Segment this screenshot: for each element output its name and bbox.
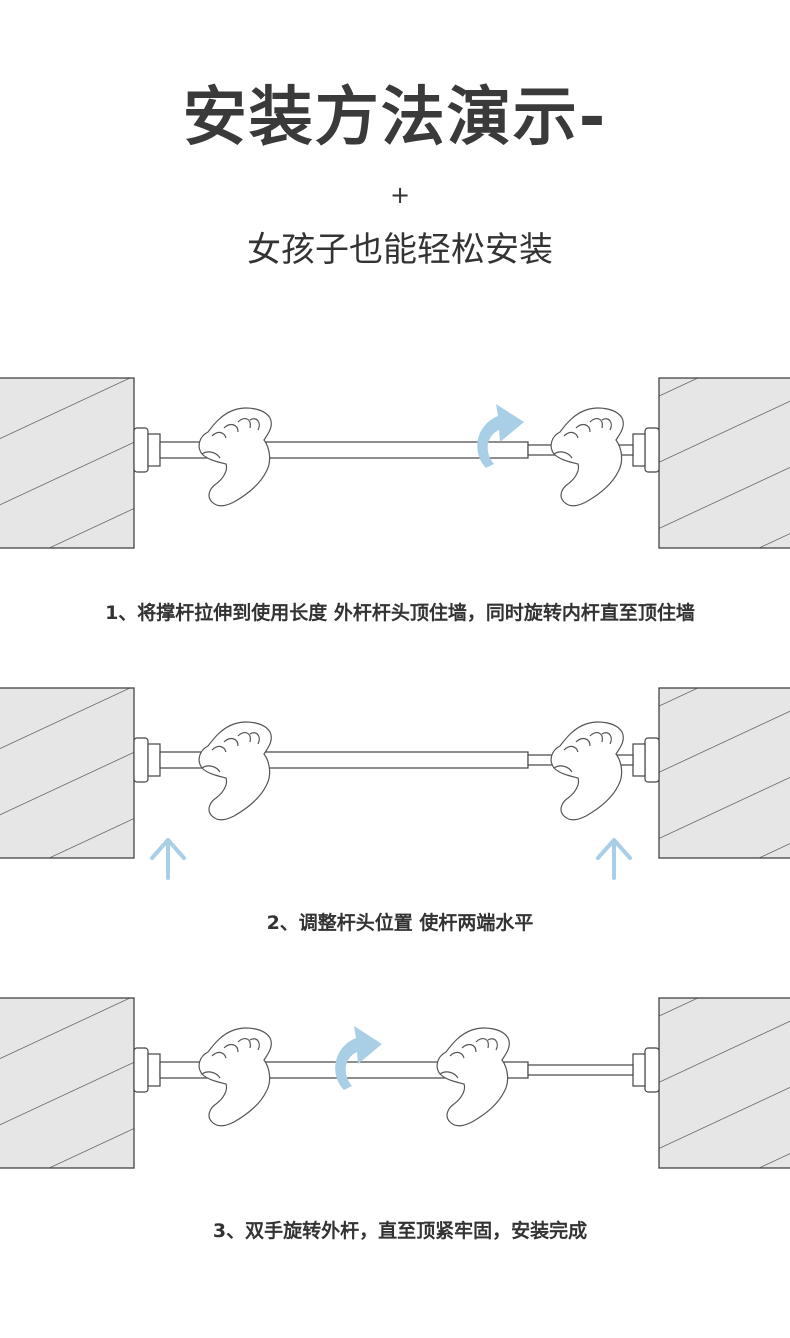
right-up-arrow-icon — [596, 838, 632, 880]
left-hand-icon — [198, 1027, 272, 1127]
right-end-cap — [644, 427, 660, 473]
inner-rod — [527, 1064, 634, 1076]
right-wall — [658, 377, 790, 549]
step-2-caption: 2、调整杆头位置 使杆两端水平 — [266, 912, 534, 934]
left-wall — [0, 687, 135, 859]
left-hand-icon — [198, 407, 272, 507]
rotate-arrow-icon — [335, 1026, 382, 1090]
left-wall — [0, 377, 135, 549]
page-title: 安装方法演示- — [182, 81, 608, 155]
step-3-illustration — [0, 992, 790, 1202]
left-up-arrow-icon — [150, 838, 186, 880]
right-wall — [658, 997, 790, 1169]
right-hand-icon — [550, 407, 624, 507]
page-subtitle: 女孩子也能轻松安装 — [247, 230, 553, 270]
left-end-cap — [133, 737, 149, 783]
step-3-caption: 3、双手旋转外杆，直至顶紧牢固，安装完成 — [212, 1220, 588, 1242]
right-wall — [658, 687, 790, 859]
center-hand-icon — [436, 1027, 510, 1127]
step-1-illustration — [0, 372, 790, 582]
plus-mark: + — [389, 181, 411, 209]
step-1-caption: 1、将撑杆拉伸到使用长度 外杆杆头顶住墙，同时旋转内杆直至顶住墙 — [105, 602, 695, 624]
left-wall — [0, 997, 135, 1169]
right-end-cap — [644, 1047, 660, 1093]
step-2-illustration — [0, 682, 790, 892]
right-hand-icon — [550, 721, 624, 821]
left-end-cap — [133, 1047, 149, 1093]
right-end-cap — [644, 737, 660, 783]
left-end-cap — [133, 427, 149, 473]
left-hand-icon — [198, 721, 272, 821]
